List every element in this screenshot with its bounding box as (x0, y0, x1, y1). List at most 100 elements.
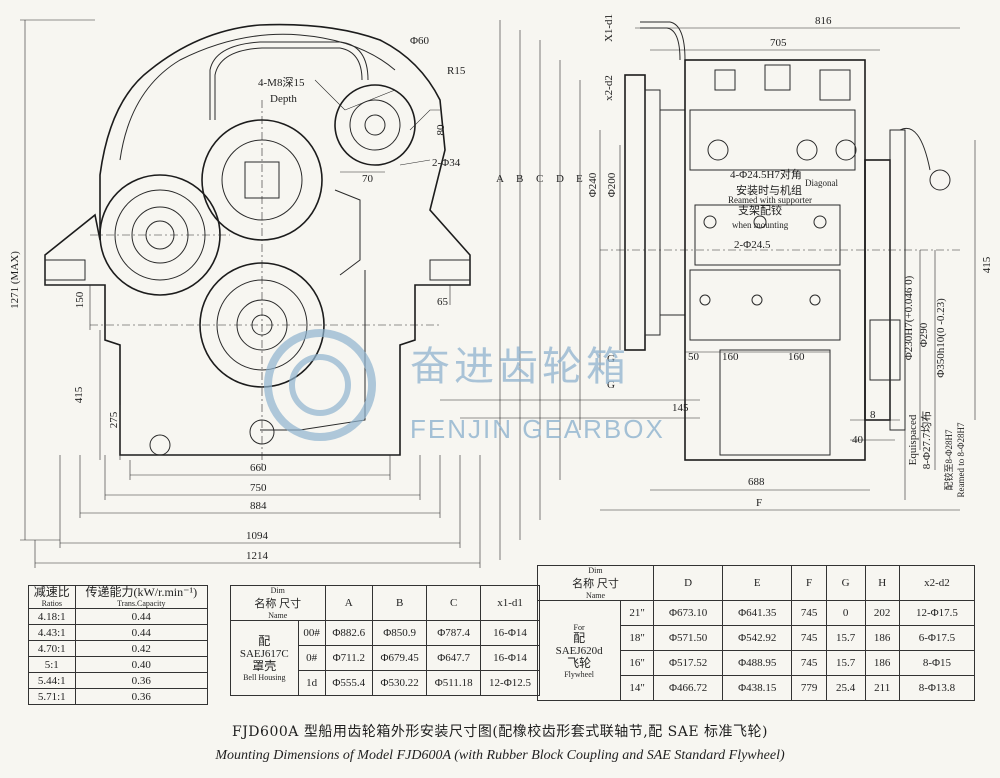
dim-145: 145 (672, 402, 689, 414)
watermark-en: FENJIN GEARBOX (410, 414, 665, 444)
flywheel-h-cell: 186 (864, 625, 900, 651)
gearbox-mounting-drawing: 1271 (MAX) Φ60 R15 4-M8深15 Depth 80 2-Φ3… (9, 14, 993, 568)
flywheel-e-cell: Φ641.35 (722, 600, 793, 626)
housing-b-cell: Φ850.9 (371, 620, 428, 646)
left-view-labels: 1271 (MAX) Φ60 R15 4-M8深15 Depth 80 2-Φ3… (9, 35, 466, 562)
label-m8: 4-M8深15 (258, 76, 305, 89)
watermark-cn: 奋进齿轮箱 (410, 344, 630, 390)
table-row: 14" Φ466.72 Φ438.15 779 25.4 211 8-Φ13.8 (538, 675, 976, 701)
ratio-cell: 4.70:1 (28, 640, 76, 657)
flywheel-col-f: F (791, 565, 827, 601)
dim-415-right: 415 (981, 256, 993, 273)
ratio-header-cell: 减速比 Ratios (28, 585, 76, 609)
housing-x1d1-cell: 16-Φ14 (480, 620, 540, 646)
flywheel-col-g: G (825, 565, 866, 601)
dim-160-left: 160 (722, 351, 739, 363)
housing-col-a: A (324, 585, 373, 621)
label-2phi34: 2-Φ34 (432, 157, 461, 169)
housing-x1d1-cell: 16-Φ14 (480, 645, 540, 671)
flywheel-size-cell: 21" (620, 600, 654, 626)
housing-size-cell: 1d (297, 670, 326, 696)
capacity-cell: 0.36 (74, 672, 209, 689)
flywheel-g-cell: 25.4 (825, 675, 866, 701)
dim-50: 50 (688, 351, 700, 363)
flywheel-table-header: Dim 名称 尺寸 Name D E F G H x2-d2 (537, 565, 976, 601)
equispaced-cn: 8-Φ27.7均布 (920, 411, 933, 469)
label-depth: Depth (270, 93, 297, 105)
bottom-dim-750: 750 (250, 482, 267, 494)
overall-height-label: 1271 (MAX) (9, 251, 21, 309)
flywheel-d-cell: Φ466.72 (652, 675, 724, 701)
housing-group-line4: Bell Housing (243, 672, 286, 682)
housing-a-cell: Φ711.2 (324, 645, 373, 671)
label-415: 415 (73, 386, 85, 403)
table-row: 18" Φ571.50 Φ542.92 745 15.7 186 6-Φ17.5 (538, 625, 976, 651)
ratio-cell: 4.18:1 (28, 608, 76, 625)
reamed-cn: 配铰至8-Φ28H7 (943, 429, 954, 491)
flywheel-h-cell: 211 (864, 675, 900, 701)
hole-note-line4: 2-Φ24.5 (734, 239, 771, 251)
label-80: 80 (435, 124, 447, 136)
equispaced-en: Equispaced (907, 414, 919, 465)
top-dim-816: 816 (815, 15, 832, 27)
flywheel-f-cell: 745 (791, 600, 827, 626)
label-x1-d1: X1-d1 (603, 14, 615, 42)
left-end-view (44, 23, 471, 470)
ratio-cell: 5:1 (28, 656, 76, 673)
capacity-cell: 0.44 (74, 608, 209, 625)
flywheel-col-x2d2: x2-d2 (898, 565, 976, 601)
housing-c-cell: Φ511.18 (426, 670, 482, 696)
housing-b-cell: Φ679.45 (371, 645, 428, 671)
flywheel-h-cell: 202 (864, 600, 900, 626)
right-view-labels: 816 705 A B C D E Φ240 Φ200 X1-d1 x2-d2 … (496, 14, 993, 509)
label-275: 275 (108, 411, 120, 428)
flywheel-group-line2: 配 (573, 630, 586, 645)
capacity-header-cn: 传递能力(kW/r.min⁻¹) (85, 585, 198, 599)
left-dimension-lines (20, 19, 481, 568)
capacity-cell: 0.44 (74, 624, 209, 641)
flywheel-e-cell: Φ542.92 (722, 625, 793, 651)
hole-note-line1: 4-Φ24.5H7对角 (730, 167, 802, 181)
housing-corner-top: 尺寸 (279, 598, 302, 610)
flywheel-f-cell: 745 (791, 625, 827, 651)
flywheel-e-cell: Φ438.15 (722, 675, 793, 701)
flywheel-d-cell: Φ517.52 (652, 650, 724, 676)
letter-g-1: G (607, 353, 615, 365)
flywheel-group-line3: SAEJ620d (555, 644, 603, 657)
flywheel-group-line4: 飞轮 (567, 655, 592, 670)
flywheel-f-cell: 745 (791, 650, 827, 676)
ratio-cell: 5.44:1 (28, 672, 76, 689)
flywheel-corner-cell: Dim 名称 尺寸 Name (537, 565, 654, 601)
flywheel-g-cell: 15.7 (825, 625, 866, 651)
housing-group-line3: 罩壳 (252, 658, 277, 673)
flywheel-e-cell: Φ488.95 (722, 650, 793, 676)
capacity-cell: 0.36 (74, 688, 209, 705)
ratio-table-header: 减速比 Ratios 传递能力(kW/r.min⁻¹) Trans.Capaci… (28, 585, 209, 609)
dim-40: 40 (852, 434, 864, 446)
table-row: 配 SAEJ617C 罩壳 Bell Housing 00# Φ882.6 Φ8… (230, 620, 540, 696)
flywheel-size-cell: 14" (620, 675, 654, 701)
flywheel-x2d2-cell: 8-Φ13.8 (898, 675, 976, 701)
caption-chinese: FJD600A 型船用齿轮箱外形安装尺寸图(配橡校齿形套式联轴节,配 SAE 标… (231, 724, 769, 740)
flywheel-group-cell: For 配 SAEJ620d 飞轮 Flywheel (536, 600, 622, 701)
housing-group-line1: 配 (258, 633, 271, 648)
flywheel-d-cell: Φ673.10 (652, 600, 724, 626)
housing-group-line2: SAEJ617C (239, 647, 289, 660)
dim-688: 688 (748, 476, 765, 488)
housing-c-cell: Φ787.4 (426, 620, 482, 646)
diam-200: Φ200 (606, 172, 618, 197)
label-phi60: Φ60 (410, 35, 430, 47)
flywheel-col-h: H (864, 565, 900, 601)
ratio-cell: 5.71:1 (28, 688, 76, 705)
housing-col-x1d1: x1-d1 (480, 585, 540, 621)
flywheel-col-d: D (652, 565, 724, 601)
flywheel-x2d2-cell: 12-Φ17.5 (898, 600, 976, 626)
letter-a: A (496, 173, 504, 185)
flywheel-table: Dim 名称 尺寸 Name D E F G H x2-d2 For 配 SAE… (536, 565, 976, 701)
label-150: 150 (74, 291, 86, 308)
hole-note-line3-sub: when mounting (732, 220, 789, 230)
flywheel-x2d2-cell: 8-Φ15 (898, 650, 976, 676)
housing-corner-top-en: Dim (270, 586, 285, 595)
